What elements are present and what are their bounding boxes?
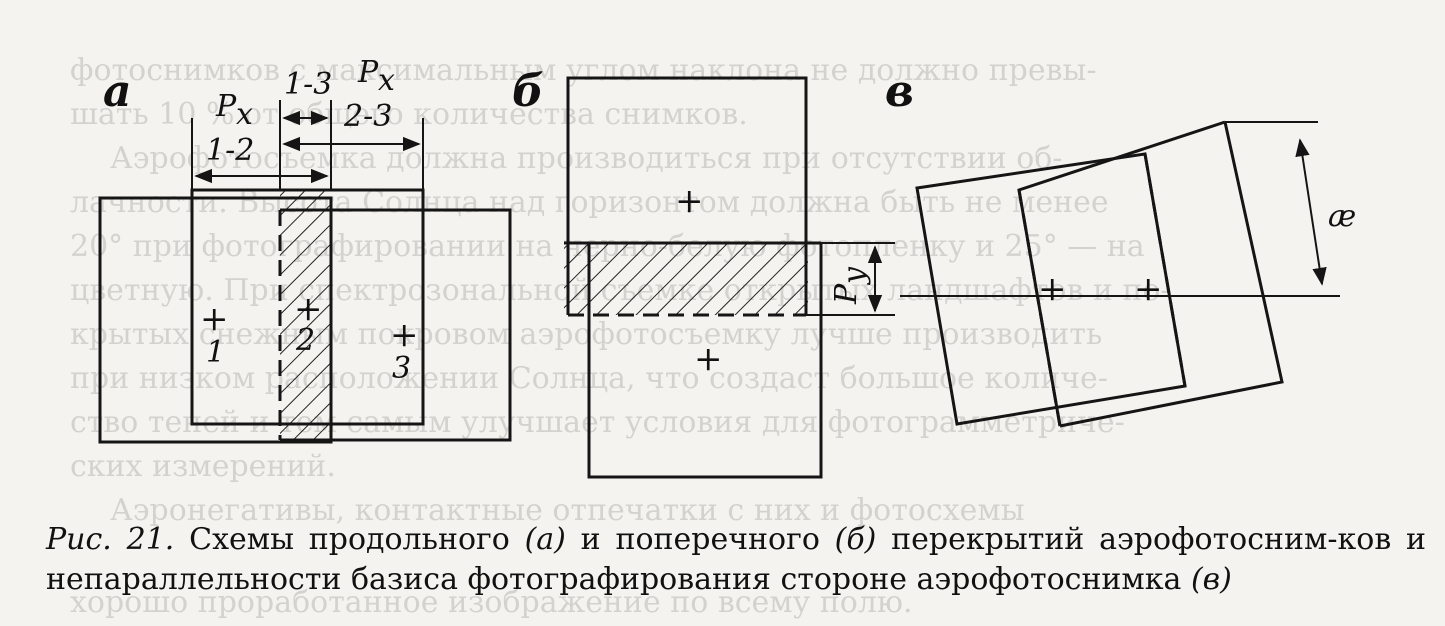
photo-3-frame — [280, 208, 512, 442]
overlap-1-3-hatch — [280, 190, 331, 442]
photo-3-center-cross: + — [390, 315, 419, 355]
left-photo-center-cross: + — [1038, 269, 1067, 309]
transverse-overlap-hatch — [564, 243, 808, 315]
px12-letter: P — [215, 89, 237, 124]
caption-ref-v: (в) — [1190, 562, 1232, 597]
photo-2-frame — [190, 188, 425, 426]
lower-photo-center-cross: + — [694, 339, 723, 379]
bleed-line: фотоснимков с максимальным углом наклона… — [70, 53, 1096, 88]
panel-b-letter: б — [512, 66, 544, 117]
photo-1-number: 1 — [206, 335, 225, 370]
panel-v-letter: в — [885, 66, 914, 117]
bleed-line: шать 10 % от общего количества снимков. — [70, 97, 748, 132]
overlap-1-3-label: 1-3 — [284, 67, 332, 102]
bleed-line: хорошо проработанное изображение по всем… — [70, 585, 913, 620]
py-letter: P — [829, 283, 864, 305]
bleed-line: ских измерений. — [70, 449, 336, 484]
px23-letter: P — [357, 55, 379, 90]
photo-right-inner-dashed — [1017, 189, 1062, 427]
px23-index: 2-3 — [343, 99, 392, 134]
photo-1-center-cross: + — [200, 299, 229, 339]
lower-photo-frame — [587, 243, 823, 479]
caption-text: Схемы продольного — [174, 522, 525, 557]
py-label: P y — [829, 266, 872, 305]
caption-fig-number: Рис. 21. — [46, 522, 175, 557]
dim-kappa — [1295, 138, 1327, 286]
panel-b: б P y + + — [512, 66, 895, 479]
panel-v: в æ + + — [885, 66, 1356, 428]
upper-photo-center-cross: + — [675, 181, 704, 221]
caption-ref-b: (б) — [834, 522, 877, 557]
px12-subscript: x — [236, 97, 253, 132]
photo-2-center-cross: + — [294, 289, 323, 329]
panel-a: а P x 1-2 1-3 P x 2-3 + 1 + 2 + 3 — [98, 55, 512, 444]
kappa-label: æ — [1328, 199, 1356, 234]
photo-right-frame-solid — [1059, 121, 1284, 428]
px23-subscript: x — [378, 63, 395, 98]
bleed-line: Аэронегативы, контактные отпечатки с них… — [110, 493, 1025, 528]
right-photo-center-cross: + — [1134, 269, 1163, 309]
upper-photo-frame — [566, 76, 808, 315]
photo-left-inner-dashed — [1143, 153, 1187, 387]
photo-2-number: 2 — [295, 323, 315, 358]
caption-ref-a: (а) — [524, 522, 566, 557]
caption-text: перекрытий аэрофотосним-ков и непараллел… — [46, 522, 1426, 597]
py-subscript: y — [837, 266, 872, 286]
photo-3-number: 3 — [392, 351, 411, 386]
bleed-line: крытых снежным покровом аэрофотосъемку л… — [70, 317, 1102, 352]
photo-1-frame — [98, 196, 333, 444]
px12-index: 1-2 — [206, 133, 254, 168]
figure-caption: Рис. 21. Схемы продольного (а) и попереч… — [46, 520, 1426, 600]
caption-text: и поперечного — [565, 522, 835, 557]
panel-a-letter: а — [103, 66, 132, 117]
